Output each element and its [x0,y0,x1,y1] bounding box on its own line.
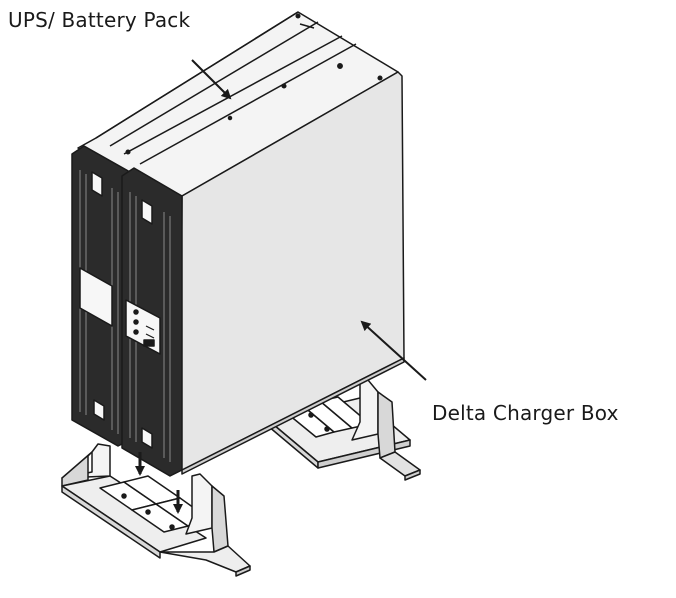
delta-charger-box-label: Delta Charger Box [432,401,619,425]
ups-callout-arrow [191,59,232,100]
ups-battery-pack-label: UPS/ Battery Pack [8,8,191,32]
ups-unit [71,11,405,477]
charger-callout-arrow [360,320,427,381]
ups-display-window [79,267,113,327]
placement-arrows [135,452,183,514]
